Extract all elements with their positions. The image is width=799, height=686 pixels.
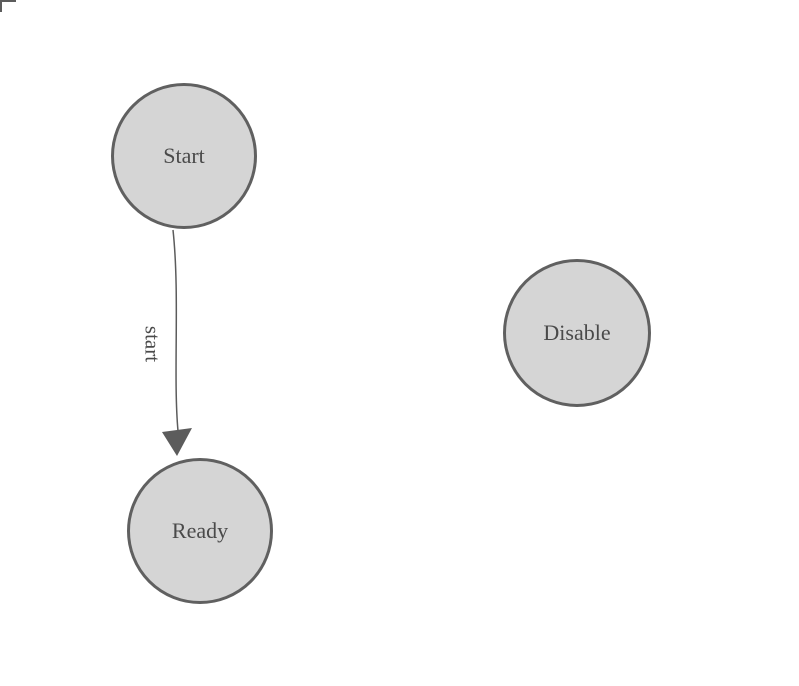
transition-label-start[interactable]: start [140, 325, 165, 363]
state-node-disable[interactable]: Disable [503, 259, 651, 407]
state-node-ready[interactable]: Ready [127, 458, 273, 604]
transition-edge-start-to-ready[interactable] [172, 229, 179, 432]
state-label-start: Start [163, 143, 205, 168]
arrowhead-icon [162, 428, 192, 456]
state-label-disable: Disable [543, 320, 611, 345]
state-label-ready: Ready [171, 518, 229, 543]
state-node-start[interactable]: Start [111, 83, 257, 229]
paper-corner-mark [0, 0, 16, 12]
